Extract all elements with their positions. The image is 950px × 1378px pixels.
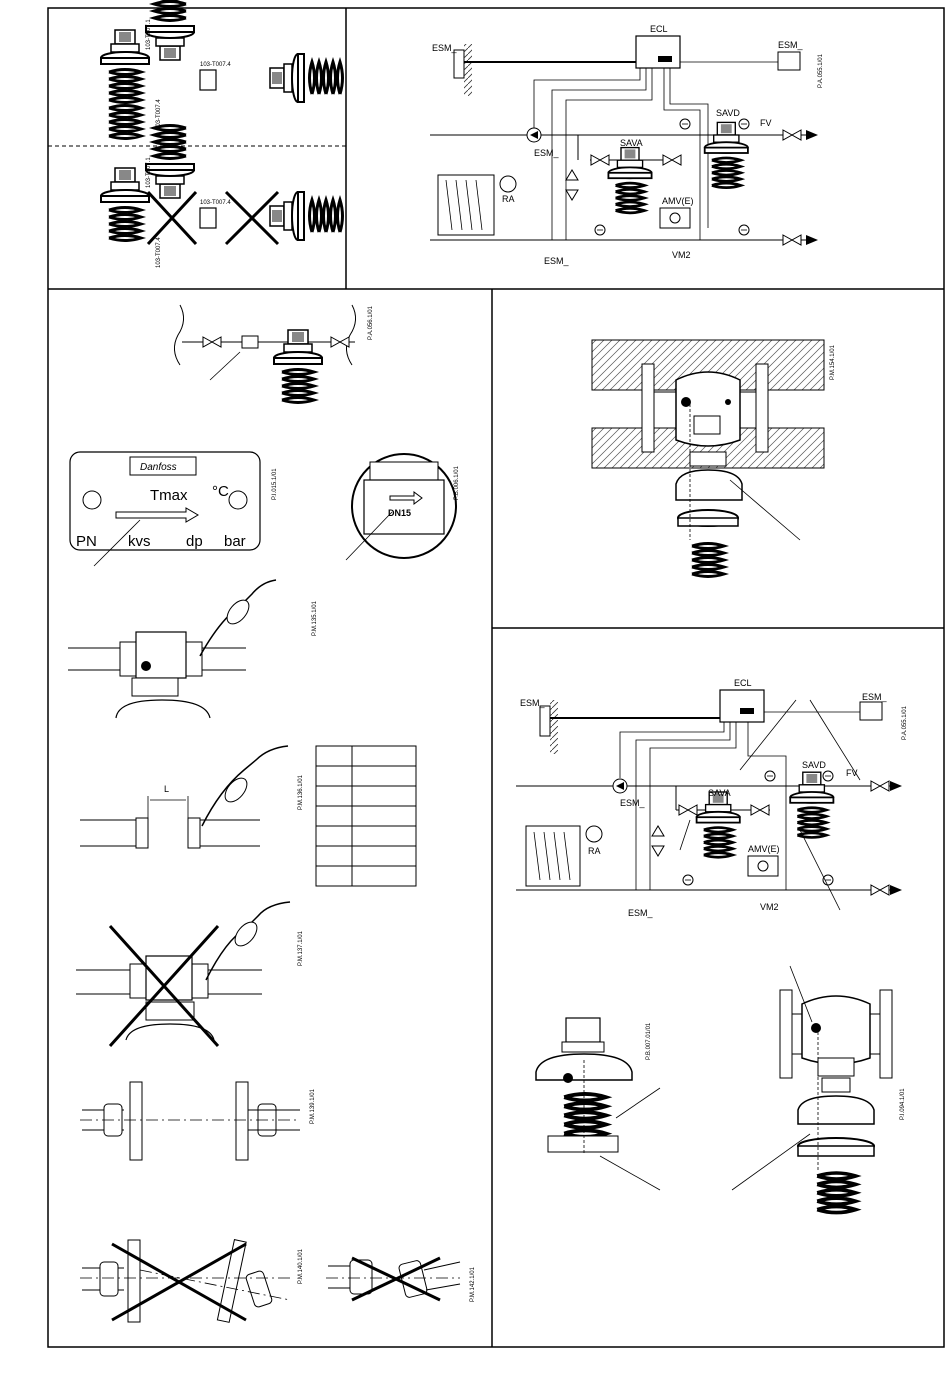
mounting-positions-forbidden: 103-T007.1 103-T007.4 103-T007.4 — [101, 126, 343, 268]
ecl-controller — [719, 689, 765, 723]
label-esm: ESM_ — [628, 908, 654, 918]
label-l: L — [164, 784, 169, 794]
label-ecl: ECL — [650, 24, 668, 34]
page-frame — [47, 7, 945, 1348]
label-esm: ESM_ — [432, 43, 458, 53]
plate-dp: dp — [186, 533, 203, 550]
label-esm: ESM_ — [862, 692, 888, 702]
flanged-valve-actuator: P.I.094.1/01 — [731, 965, 906, 1215]
ref-code: P.M.154.1/01 — [830, 344, 836, 380]
ref-code: P.I.094.1/01 — [900, 1088, 906, 1120]
label-savd: SAVD — [716, 108, 740, 118]
ref-code: P.A.056.1/01 — [368, 305, 374, 340]
svg-text:103-T007.4: 103-T007.4 — [200, 200, 231, 206]
ref-code: P.M.136.1/01 — [298, 774, 304, 810]
piping-installation: P.A.056.1/01 — [174, 304, 374, 403]
length-table — [315, 745, 417, 887]
actuator-spring-detail: P.B.007.01/01 — [535, 1017, 661, 1191]
plate-tmax: Tmax — [150, 487, 188, 504]
label-ra: RA — [502, 194, 515, 204]
svg-text:103-T007.1: 103-T007.1 — [146, 19, 152, 50]
union-misalignment-wrong: P.M.142.1/01 — [326, 1256, 476, 1302]
ref-code: P.B.007.01/01 — [646, 1022, 652, 1060]
label-vm2: VM2 — [760, 902, 779, 912]
system-schematic-top: ESM_ ECL ESM_ ESM_ RA SAVA AMV(E) — [430, 24, 824, 266]
flange-misalignment-wrong: P.M.140.1/01 — [80, 1239, 304, 1323]
label-sava: SAVA — [708, 788, 731, 798]
ecl-controller — [635, 35, 681, 69]
ref-code: P.A.055.1/01 — [902, 705, 908, 740]
label-fv: FV — [846, 768, 858, 778]
valve-nameplate: Danfoss Tmax °C PN kvs dp bar P.I.015.1/… — [69, 451, 278, 567]
ref-code: P.B.006.1/01 — [454, 465, 460, 500]
label-fv: FV — [760, 118, 772, 128]
svg-text:103-T007.4: 103-T007.4 — [156, 237, 162, 268]
valve-tightening-wrong: P.M.137.1/01 — [76, 901, 304, 1048]
ref-code: P.M.140.1/01 — [298, 1248, 304, 1284]
ref-code: P.M.139.1/01 — [310, 1088, 316, 1124]
label-esm: ESM_ — [534, 148, 560, 158]
system-schematic-bottom: ESM_ ECL ESM_ ESM_ RA SAVA AMV(E) VM2 — [516, 678, 908, 918]
label-ra: RA — [588, 846, 601, 856]
flange-alignment: P.M.139.1/01 — [80, 1081, 316, 1161]
brand-logo: Danfoss — [140, 462, 177, 473]
insulation-detail: P.M.154.1/01 — [591, 339, 836, 578]
label-savd: SAVD — [802, 760, 826, 770]
ref-code: P.M.135.1/01 — [312, 600, 318, 636]
pipe-gap-length: L P.M.136.1/01 — [80, 745, 304, 849]
label-esm: ESM_ — [520, 698, 546, 708]
plate-kvs: kvs — [128, 533, 151, 550]
plate-celsius: °C — [212, 483, 229, 500]
svg-text:103-T007.1: 103-T007.1 — [146, 157, 152, 188]
svg-text:103-T007.4: 103-T007.4 — [200, 62, 231, 68]
label-amv: AMV(E) — [748, 844, 780, 854]
plate-pn: PN — [76, 533, 97, 550]
label-ecl: ECL — [734, 678, 752, 688]
mounting-positions-allowed: 103-T007.1 103-T007.4 103-T007.4 — [101, 0, 343, 140]
ref-code: P.M.137.1/01 — [298, 930, 304, 966]
ref-code: P.A.055.1/01 — [818, 53, 824, 88]
ref-code: P.M.142.1/01 — [470, 1266, 476, 1302]
label-esm: ESM_ — [544, 256, 570, 266]
label-dn15: DN15 — [388, 508, 411, 518]
label-esm: ESM_ — [620, 798, 646, 808]
label-sava: SAVA — [620, 138, 643, 148]
label-amv: AMV(E) — [662, 196, 694, 206]
svg-text:103-T007.4: 103-T007.4 — [156, 99, 162, 130]
ref-code: P.I.015.1/01 — [272, 468, 278, 500]
plate-bar: bar — [224, 533, 246, 550]
valve-tightening: P.M.135.1/01 — [68, 579, 318, 719]
label-vm2: VM2 — [672, 250, 691, 260]
valve-detail-dn15: DN15 P.B.006.1/01 — [345, 453, 460, 561]
label-esm: ESM_ — [778, 40, 804, 50]
